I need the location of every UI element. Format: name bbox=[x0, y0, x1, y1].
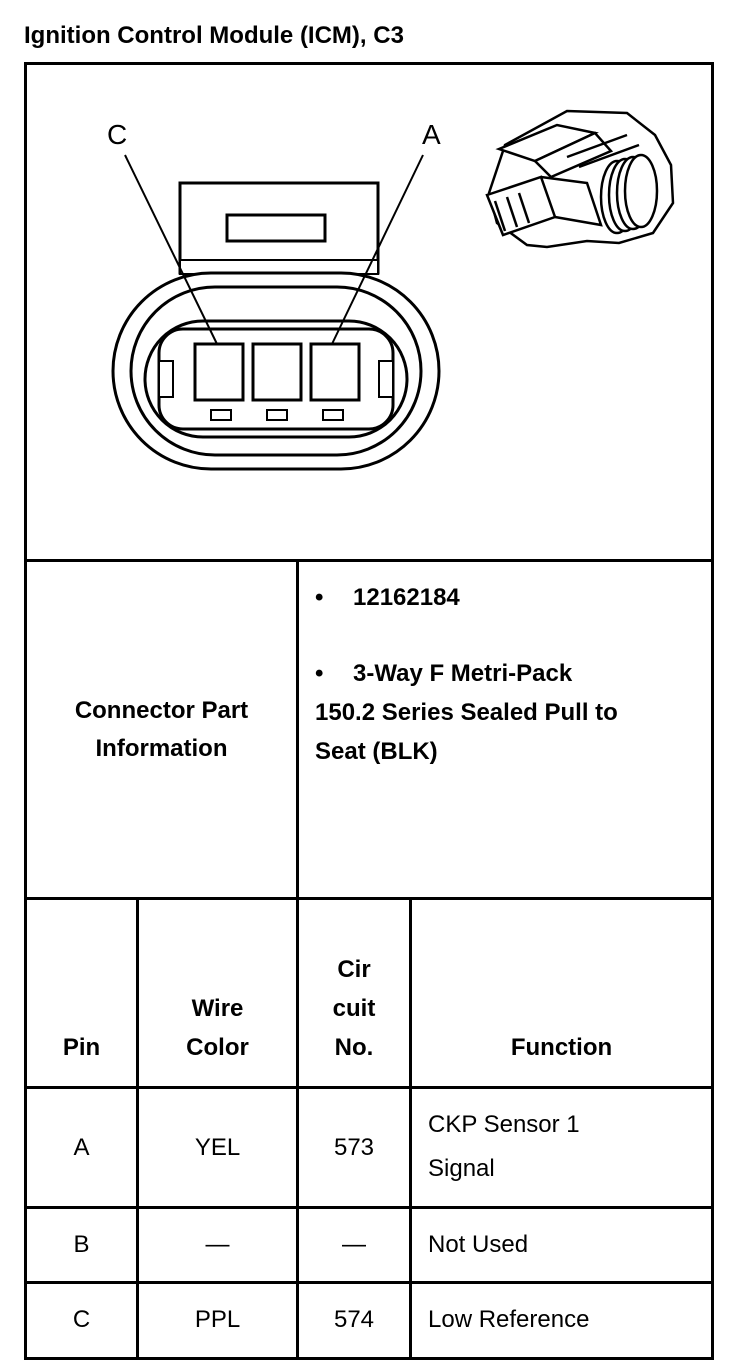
table-header-row: Pin Wire Color Cir cuit No. Function bbox=[27, 900, 711, 1086]
connector-info-label-line2: Information bbox=[95, 734, 228, 762]
header-circuit-1: Cir bbox=[337, 956, 371, 983]
part-number: 12162184 bbox=[353, 584, 460, 611]
cell-wire-color: — bbox=[205, 1231, 230, 1258]
cell-pin: B bbox=[73, 1231, 90, 1258]
description-item: • 3-Way F Metri-Pack bbox=[315, 654, 572, 693]
description-line1: 3-Way F Metri-Pack bbox=[353, 660, 573, 687]
cell-pin: A bbox=[73, 1134, 90, 1161]
cell-wire-color: YEL bbox=[194, 1134, 241, 1161]
part-number-item: • 12162184 bbox=[315, 578, 460, 617]
bullet: • bbox=[315, 584, 324, 611]
connector-info-details: • 12162184 • 3-Way F Metri-Pack 150.2 Seri… bbox=[299, 562, 711, 897]
pin-table: Pin Wire Color Cir cuit No. Function A Y… bbox=[27, 900, 711, 1357]
table-row: C PPL 574 Low Reference bbox=[27, 1284, 711, 1357]
header-function: Function bbox=[510, 1034, 613, 1061]
header-wire-color-2: Color bbox=[186, 1034, 249, 1061]
header-circuit-2: cuit bbox=[332, 995, 376, 1022]
header-circuit-3: No. bbox=[334, 1034, 374, 1061]
connector-diagram: C A bbox=[27, 65, 711, 562]
connector-part-info: Connector Part Information • 12162184 • 3-… bbox=[27, 562, 711, 900]
connector-info-label-line1: Connector Part bbox=[74, 696, 249, 724]
connector-side-view bbox=[485, 109, 675, 249]
pin-label-a: A bbox=[422, 119, 441, 150]
cell-function-line1: CKP Sensor 1 bbox=[428, 1111, 580, 1138]
cavity-c bbox=[193, 342, 245, 402]
cavity-a bbox=[309, 342, 361, 402]
cell-circuit: 573 bbox=[333, 1134, 375, 1161]
header-pin: Pin bbox=[62, 1034, 101, 1061]
cell-circuit: — bbox=[342, 1231, 366, 1258]
cell-function-line2: Signal bbox=[428, 1155, 495, 1182]
header-wire-color-1: Wire bbox=[191, 995, 244, 1022]
description-line3: Seat (BLK) bbox=[315, 738, 438, 765]
cavity-b bbox=[251, 342, 303, 402]
cell-function-line1: Low Reference bbox=[428, 1306, 590, 1333]
connector-table-frame: C A Connector Part Information • 12162184… bbox=[24, 62, 714, 1360]
cell-wire-color: PPL bbox=[194, 1306, 241, 1333]
cell-function-line1: Not Used bbox=[428, 1231, 529, 1258]
cell-pin: C bbox=[72, 1306, 91, 1333]
table-row: A YEL 573 CKP Sensor 1 Signal bbox=[27, 1089, 711, 1206]
table-row: B — — Not Used bbox=[27, 1209, 711, 1281]
pin-label-c: C bbox=[107, 119, 128, 150]
cell-circuit: 574 bbox=[333, 1306, 375, 1333]
bullet: • bbox=[315, 660, 324, 687]
page-title: Ignition Control Module (ICM), C3 bbox=[24, 22, 404, 49]
connector-face-illustration bbox=[111, 109, 675, 471]
description-line2: 150.2 Series Sealed Pull to bbox=[315, 699, 618, 726]
connector-info-label: Connector Part Information bbox=[27, 562, 299, 897]
